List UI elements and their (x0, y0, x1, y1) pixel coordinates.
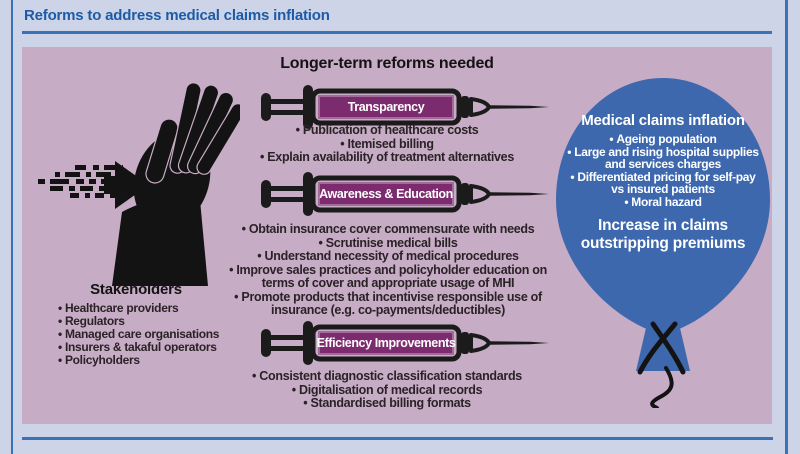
balloon-text-block: Medical claims inflation Ageing populati… (554, 78, 772, 253)
list-item: Ageing population (564, 133, 762, 146)
inflation-balloon: Medical claims inflation Ageing populati… (554, 78, 772, 408)
list-item: Regulators (58, 315, 228, 328)
list-item: Policyholders (58, 354, 228, 367)
list-item: Differentiated pricing for self-pay vs i… (564, 170, 762, 196)
list-item: Consistent diagnostic classification sta… (220, 369, 554, 384)
stakeholders-block: Stakeholders Healthcare providers Regula… (44, 281, 228, 367)
reform-section-awareness: Awareness & Education (258, 165, 550, 223)
efficiency-bullet-list: Consistent diagnostic classification sta… (220, 369, 554, 411)
list-item: Healthcare providers (58, 302, 228, 315)
list-item: Improve sales practices and policyholder… (218, 263, 558, 291)
reform-section-efficiency: Efficiency Improvements (258, 314, 550, 372)
list-item: Understand necessity of medical procedur… (218, 249, 558, 264)
reforms-heading: Longer-term reforms needed (280, 55, 494, 72)
syringe-icon (261, 321, 549, 365)
list-item: Itemised billing (220, 137, 554, 152)
syringe-icon (261, 172, 549, 216)
stop-hand-icon (112, 82, 240, 286)
stop-hand-arrow-graphic (38, 82, 240, 286)
list-item: Standardised billing formats (220, 396, 554, 411)
list-item: Large and rising hospital supplies and s… (564, 145, 762, 171)
stakeholders-heading: Stakeholders (90, 281, 182, 298)
stakeholders-list: Healthcare providers Regulators Managed … (44, 302, 228, 367)
balloon-heading: Medical claims inflation (581, 112, 745, 129)
list-item: Scrutinise medical bills (218, 236, 558, 251)
list-item: Publication of healthcare costs (220, 123, 554, 138)
reform-label-awareness-education: Awareness & Education (318, 182, 454, 206)
list-item: Insurers & takaful operators (58, 341, 228, 354)
list-item: Managed care organisations (58, 328, 228, 341)
reform-label-efficiency-improvements: Efficiency Improvements (317, 331, 456, 355)
speed-arrow-icon (38, 161, 149, 209)
left-border-line (11, 0, 13, 454)
list-item: Explain availability of treatment altern… (220, 150, 554, 165)
bottom-divider (22, 437, 773, 440)
balloon-footer-text: Increase in claims outstripping premiums (580, 217, 746, 252)
balloon-bullet-list: Ageing population Large and rising hospi… (564, 133, 762, 208)
list-item: Digitalisation of medical records (220, 383, 554, 398)
list-item: Obtain insurance cover commensurate with… (218, 222, 558, 237)
list-item: Promote products that incentivise respon… (218, 290, 558, 318)
title-divider (22, 31, 772, 34)
right-border-line (785, 0, 788, 454)
awareness-bullet-list: Obtain insurance cover commensurate with… (218, 222, 558, 318)
page-title: Reforms to address medical claims inflat… (24, 7, 330, 24)
reform-label-transparency: Transparency (318, 95, 454, 119)
transparency-bullet-list: Publication of healthcare costs Itemised… (220, 123, 554, 165)
list-item: Moral hazard (564, 195, 762, 209)
